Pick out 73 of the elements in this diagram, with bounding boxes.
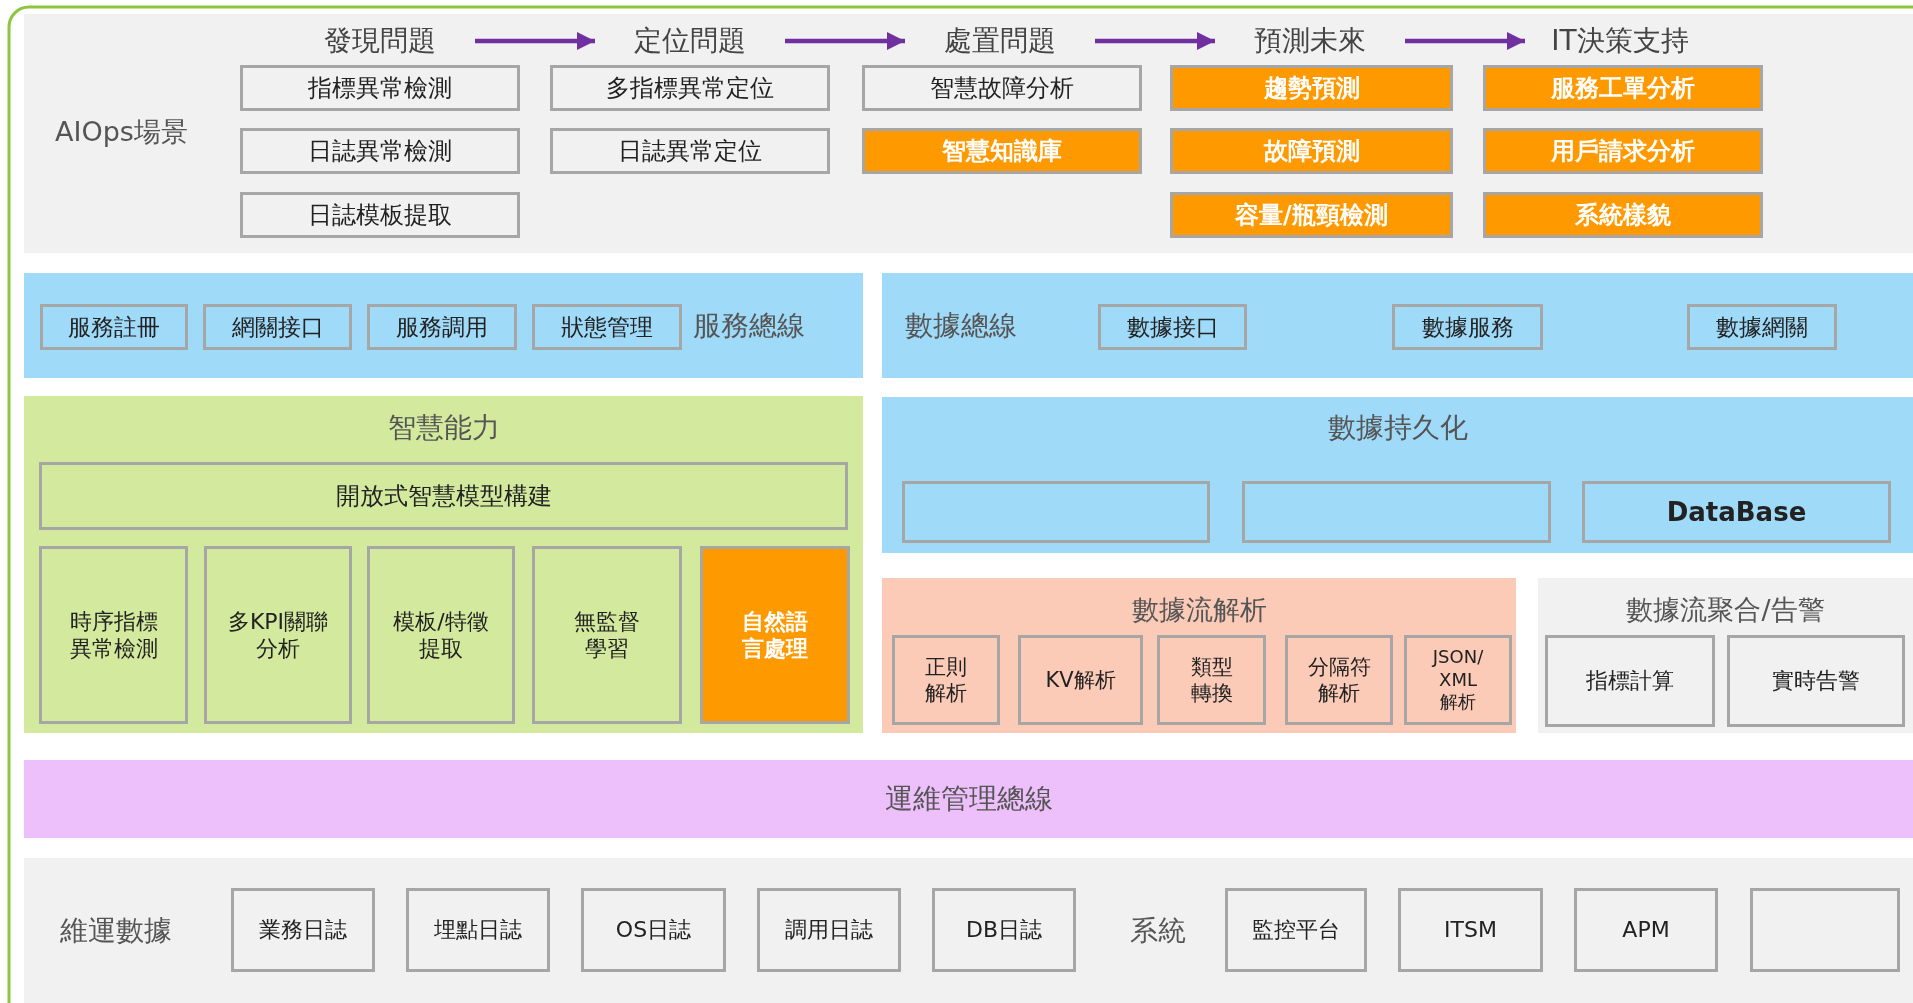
- feature-box: 實時告警: [1727, 635, 1905, 727]
- panel-title: 智慧能力: [386, 410, 501, 446]
- section-panel: [24, 396, 863, 733]
- stage-heading: 預測未來: [1215, 20, 1405, 62]
- section-panel: [24, 273, 863, 378]
- feature-box: JSON/XML解析: [1404, 635, 1512, 725]
- feature-box: DB日誌: [932, 888, 1076, 972]
- feature-box: 開放式智慧模型構建: [39, 462, 848, 530]
- stage-heading: 定位問題: [595, 20, 785, 62]
- feature-box: 日誌異常檢測: [240, 128, 520, 174]
- feature-box: 智慧故障分析: [862, 65, 1142, 111]
- feature-box: 分隔符解析: [1285, 635, 1393, 725]
- feature-box: 業務日誌: [231, 888, 375, 972]
- section-panel: [24, 858, 1913, 1003]
- feature-box: 指標計算: [1545, 635, 1715, 727]
- feature-box: 服務工單分析: [1483, 65, 1763, 111]
- stage-heading: 處置問題: [905, 20, 1095, 62]
- feature-box: 正則解析: [892, 635, 1000, 725]
- feature-box: 數據服務: [1392, 304, 1543, 350]
- feature-box: DataBase: [1582, 481, 1891, 543]
- feature-box: KV解析: [1018, 635, 1143, 725]
- section-panel: [882, 397, 1913, 553]
- feature-box: 系統樣貌: [1483, 192, 1763, 238]
- feature-box: 類型轉換: [1157, 635, 1266, 725]
- bus-band: [24, 760, 1913, 838]
- stage-heading: IT決策支持: [1525, 20, 1715, 62]
- feature-box: 數據網關: [1687, 304, 1837, 350]
- feature-box: APM: [1574, 888, 1718, 972]
- feature-box: 狀態管理: [532, 304, 682, 350]
- feature-box: 自然語言處理: [700, 546, 850, 724]
- feature-box: 智慧知識庫: [862, 128, 1142, 174]
- panel-title: 系統: [1130, 913, 1187, 949]
- bus-title: 運維管理總線: [883, 781, 1054, 817]
- feature-box: 無監督學習: [532, 546, 682, 724]
- feature-box: 用戶請求分析: [1483, 128, 1763, 174]
- feature-box: 服務註冊: [40, 304, 188, 350]
- arrow: [785, 32, 905, 50]
- section-panel: [882, 578, 1516, 733]
- feature-box: 服務調用: [367, 304, 517, 350]
- panel-title: 數據流聚合/告警: [1625, 593, 1826, 627]
- feature-box: 網關接口: [203, 304, 352, 350]
- panel-title: 數據持久化: [1326, 410, 1469, 446]
- feature-box: OS日誌: [581, 888, 726, 972]
- panel-title: 數據總線: [905, 308, 1018, 344]
- feature-box: 日誌模板提取: [240, 192, 520, 238]
- feature-box: 時序指標異常檢測: [39, 546, 188, 724]
- feature-box: 故障預測: [1170, 128, 1453, 174]
- section-panel: [24, 14, 1913, 253]
- panel-title: 服務總線: [693, 308, 806, 344]
- stage-heading: 發現問題: [285, 20, 475, 62]
- feature-box: 趨勢預測: [1170, 65, 1453, 111]
- arrow: [475, 32, 595, 50]
- arrow: [1095, 32, 1215, 50]
- feature-box: ITSM: [1398, 888, 1543, 972]
- empty-box: [1750, 888, 1900, 972]
- feature-box: 容量/瓶頸檢測: [1170, 192, 1453, 238]
- panel-title: AIOps場景: [55, 115, 189, 149]
- panel-title: 維運數據: [60, 913, 173, 949]
- feature-box: 多指標異常定位: [550, 65, 830, 111]
- feature-box: 數據接口: [1098, 304, 1247, 350]
- empty-box: [902, 481, 1210, 543]
- panel-title: 數據流解析: [1130, 593, 1268, 627]
- arrow: [1405, 32, 1525, 50]
- feature-box: 模板/特徵提取: [367, 546, 515, 724]
- feature-box: 調用日誌: [757, 888, 901, 972]
- feature-box: 埋點日誌: [406, 888, 550, 972]
- feature-box: 日誌異常定位: [550, 128, 830, 174]
- section-panel: [882, 273, 1913, 378]
- feature-box: 多KPI關聯分析: [204, 546, 352, 724]
- feature-box: 監控平台: [1225, 888, 1367, 972]
- section-panel: [1538, 578, 1913, 733]
- empty-box: [1242, 481, 1551, 543]
- feature-box: 指標異常檢測: [240, 65, 520, 111]
